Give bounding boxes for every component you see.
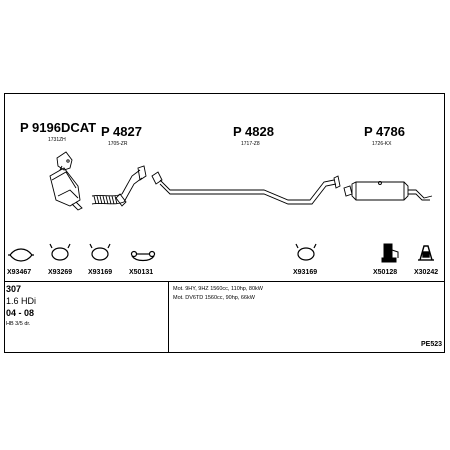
catalog-code: PE523 (421, 341, 443, 348)
oem-code-center-pipe: 1717-Z8 (241, 141, 260, 147)
vehicle-body: HB 3/5 dr. (6, 321, 31, 327)
fitting-code: X30242 (414, 269, 439, 276)
catalytic-converter-drawing (49, 151, 83, 211)
fitting-code: X50131 (129, 269, 154, 276)
bracket-mount-icon (418, 245, 434, 261)
oem-code-rear-silencer: 1726-KX (372, 141, 392, 147)
fitting-code: X93269 (48, 269, 73, 276)
fitting-code: X93467 (7, 269, 32, 276)
oem-code-front-pipe: 1705-ZR (108, 141, 128, 147)
clamp-ring-icon (295, 243, 317, 261)
part-number-rear-silencer: P 4786 (364, 124, 405, 139)
engine-spec: Mot. 9HY, 9HZ 1560cc, 110hp, 80kW (173, 286, 263, 292)
vehicle-years: 04 - 08 (6, 308, 35, 318)
part-number-front-pipe: P 4827 (101, 124, 142, 139)
part-number-cat: P 9196DCAT (20, 120, 97, 135)
clamp-ring-icon (49, 243, 71, 261)
vehicle-engine: 1.6 HDi (6, 296, 37, 306)
diagram-frame (4, 93, 445, 353)
vehicle-model: 307 (6, 284, 22, 294)
clamp-ring-icon (89, 243, 111, 261)
clamp-ring-icon (8, 248, 34, 262)
fitting-code: X93169 (88, 269, 113, 276)
table-column-divider (168, 281, 169, 353)
center-pipe-drawing (151, 171, 341, 205)
part-number-center-pipe: P 4828 (233, 124, 274, 139)
engine-spec: Mot. DV6TD 1560cc, 90hp, 66kW (173, 295, 255, 301)
bolt-clamp-icon (130, 250, 156, 262)
oem-code-cat: 1731ZH (48, 137, 66, 143)
table-divider (4, 281, 445, 282)
front-pipe-drawing (91, 165, 147, 207)
rubber-mount-icon (381, 243, 399, 263)
fitting-code: X50128 (373, 269, 398, 276)
rear-silencer-drawing (343, 181, 433, 201)
fitting-code: X93169 (293, 269, 318, 276)
